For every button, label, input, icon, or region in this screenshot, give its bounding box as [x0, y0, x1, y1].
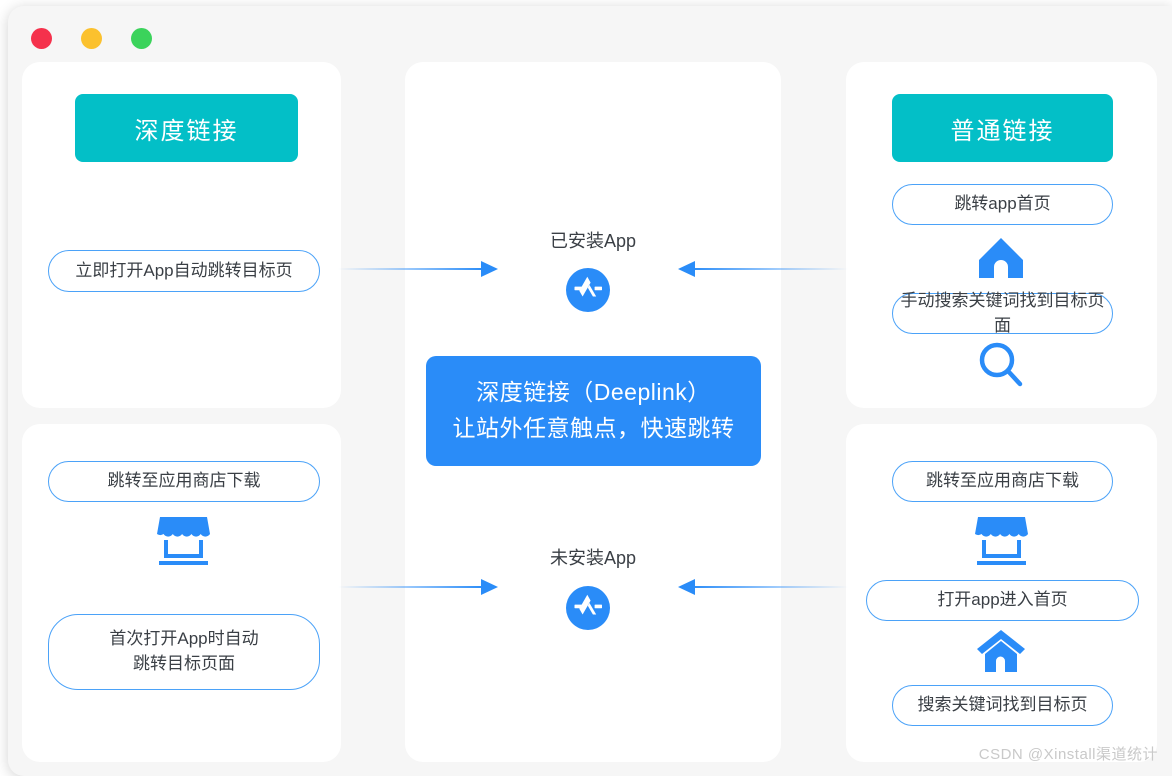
normal-notinstalled-step-3: 搜索关键词找到目标页: [892, 685, 1113, 726]
app-window: 深度链接 普通链接 立即打开App自动跳转目标页 跳转至应用商店下载 首次打开A…: [8, 6, 1172, 776]
normal-installed-step-1: 跳转app首页: [892, 184, 1113, 225]
store-icon: [973, 514, 1030, 566]
normal-installed-step-2: 手动搜索关键词找到目标页面: [892, 291, 1113, 335]
arrow-left-icon: [673, 258, 848, 280]
search-icon: [976, 340, 1026, 390]
normal-notinstalled-step-2: 打开app进入首页: [866, 580, 1139, 621]
arrow-left-icon: [673, 576, 848, 598]
appstore-icon: [566, 268, 610, 312]
minimize-button[interactable]: [81, 28, 102, 49]
deeplink-header: 深度链接: [75, 94, 298, 162]
deeplink-notinstalled-step-2: 首次打开App时自动跳转目标页面: [48, 614, 320, 690]
watermark: CSDN @Xinstall渠道统计: [978, 746, 1158, 763]
deeplink-banner: 深度链接（Deeplink） 让站外任意触点，快速跳转: [426, 356, 761, 466]
banner-line-1: 深度链接（Deeplink）: [476, 379, 711, 406]
normal-notinstalled-step-1: 跳转至应用商店下载: [892, 461, 1113, 502]
center-not-installed-label: 未安装App: [549, 548, 637, 568]
appstore-icon: [566, 586, 610, 630]
deeplink-notinstalled-step-1: 跳转至应用商店下载: [48, 461, 320, 502]
store-icon: [155, 514, 212, 566]
title-bar: [8, 6, 1172, 58]
home-icon: [976, 628, 1026, 674]
home-icon: [976, 234, 1026, 282]
normal-link-header: 普通链接: [892, 94, 1113, 162]
center-installed-label: 已安装App: [549, 231, 637, 251]
arrow-right-icon: [338, 258, 503, 280]
maximize-button[interactable]: [131, 28, 152, 49]
close-button[interactable]: [31, 28, 52, 49]
banner-line-2: 让站外任意触点，快速跳转: [452, 415, 735, 441]
arrow-right-icon: [338, 576, 503, 598]
deeplink-installed-step-1: 立即打开App自动跳转目标页: [48, 250, 320, 292]
deeplink-notinstalled-step-2-text: 首次打开App时自动跳转目标页面: [109, 629, 259, 673]
